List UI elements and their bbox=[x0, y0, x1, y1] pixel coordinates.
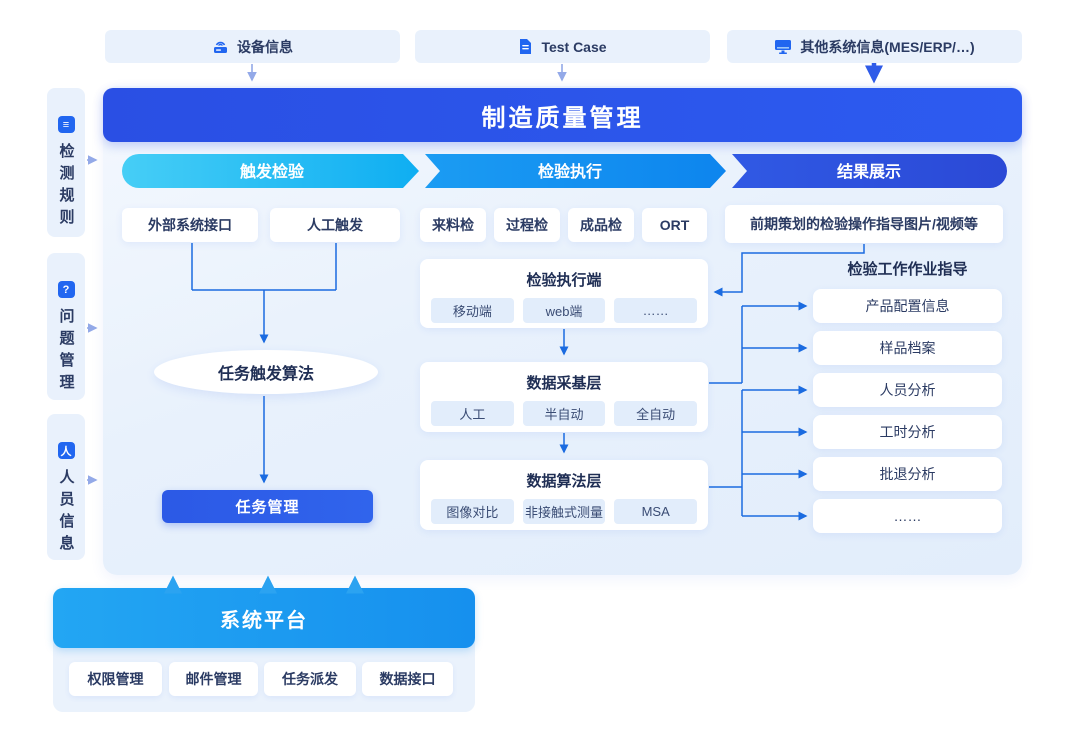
panel-data-algorithm-layer: 数据算法层 图像对比 非接触式测量 MSA bbox=[420, 460, 708, 530]
node-ort: ORT bbox=[642, 208, 707, 242]
node-permission-management: 权限管理 bbox=[69, 662, 162, 696]
sidebar-item-inspection-rules: ≡ 检测规则 bbox=[47, 88, 85, 237]
chip-mobile: 移动端 bbox=[431, 298, 514, 323]
panel-items: 人工 半自动 全自动 bbox=[431, 401, 698, 426]
monitor-icon bbox=[775, 40, 792, 54]
source-box-equipment: 设备信息 bbox=[105, 30, 400, 63]
panel-title: 数据采基层 bbox=[526, 375, 602, 392]
chip-contactless-measure: 非接触式测量 bbox=[522, 499, 606, 524]
node-data-interface: 数据接口 bbox=[362, 662, 453, 696]
device-icon bbox=[214, 41, 227, 53]
list-item-sample-archive: 样品档案 bbox=[813, 331, 1002, 365]
node-task-management: 任务管理 bbox=[162, 490, 373, 523]
source-box-other-systems: 其他系统信息(MES/ERP/…) bbox=[727, 30, 1022, 63]
node-email-management: 邮件管理 bbox=[169, 662, 258, 696]
list-item-product-config: 产品配置信息 bbox=[813, 289, 1002, 323]
panel-title: 数据算法层 bbox=[526, 473, 602, 490]
sidebar-label: 检测规则 bbox=[57, 143, 75, 231]
test-case-icon bbox=[520, 39, 532, 54]
sidebar-label: 问题管理 bbox=[57, 308, 75, 396]
list-item-personnel-analysis: 人员分析 bbox=[813, 373, 1002, 407]
panel-title: 检验执行端 bbox=[526, 272, 602, 289]
panel-data-collection-layer: 数据采基层 人工 半自动 全自动 bbox=[420, 362, 708, 432]
sidebar-label: 人员信息 bbox=[57, 469, 75, 557]
source-label: 其他系统信息(MES/ERP/…) bbox=[800, 38, 975, 55]
chip-image-compare: 图像对比 bbox=[431, 499, 514, 524]
node-task-dispatch: 任务派发 bbox=[264, 662, 356, 696]
source-label: 设备信息 bbox=[237, 38, 293, 55]
chip-semi-auto: 半自动 bbox=[522, 401, 606, 426]
chip-msa: MSA bbox=[614, 499, 698, 524]
node-final-inspection: 成品检 bbox=[568, 208, 634, 242]
inspection-rules-icon: ≡ bbox=[57, 116, 75, 133]
panel-items: 移动端 web端 …… bbox=[431, 298, 698, 323]
sidebar-item-personnel-info: 人 人员信息 bbox=[47, 414, 85, 560]
node-external-interface: 外部系统接口 bbox=[122, 208, 258, 242]
node-manual-trigger: 人工触发 bbox=[270, 208, 400, 242]
source-label: Test Case bbox=[541, 38, 607, 55]
list-item-ellipsis: …… bbox=[813, 499, 1002, 533]
chip-manual: 人工 bbox=[431, 401, 514, 426]
node-task-trigger-algorithm: 任务触发算法 bbox=[154, 350, 378, 394]
node-guide-materials: 前期策划的检验操作指导图片/视频等 bbox=[725, 205, 1003, 243]
list-item-workhours-analysis: 工时分析 bbox=[813, 415, 1002, 449]
node-incoming-inspection: 来料检 bbox=[420, 208, 486, 242]
question-icon: ? bbox=[57, 281, 75, 298]
person-icon: 人 bbox=[57, 442, 75, 459]
panel-execution-terminal: 检验执行端 移动端 web端 …… bbox=[420, 259, 708, 328]
chip-full-auto: 全自动 bbox=[614, 401, 698, 426]
chip-ellipsis: …… bbox=[614, 298, 698, 323]
source-box-test-case: Test Case bbox=[415, 30, 710, 63]
node-process-inspection: 过程检 bbox=[494, 208, 560, 242]
page-title: 制造质量管理 bbox=[103, 88, 1022, 142]
chip-web: web端 bbox=[522, 298, 606, 323]
sidebar-item-issue-management: ? 问题管理 bbox=[47, 253, 85, 400]
panel-items: 图像对比 非接触式测量 MSA bbox=[431, 499, 698, 524]
work-guide-title: 检验工作作业指导 bbox=[847, 261, 968, 278]
platform-title: 系统平台 bbox=[53, 588, 475, 648]
list-item-batch-reject-analysis: 批退分析 bbox=[813, 457, 1002, 491]
